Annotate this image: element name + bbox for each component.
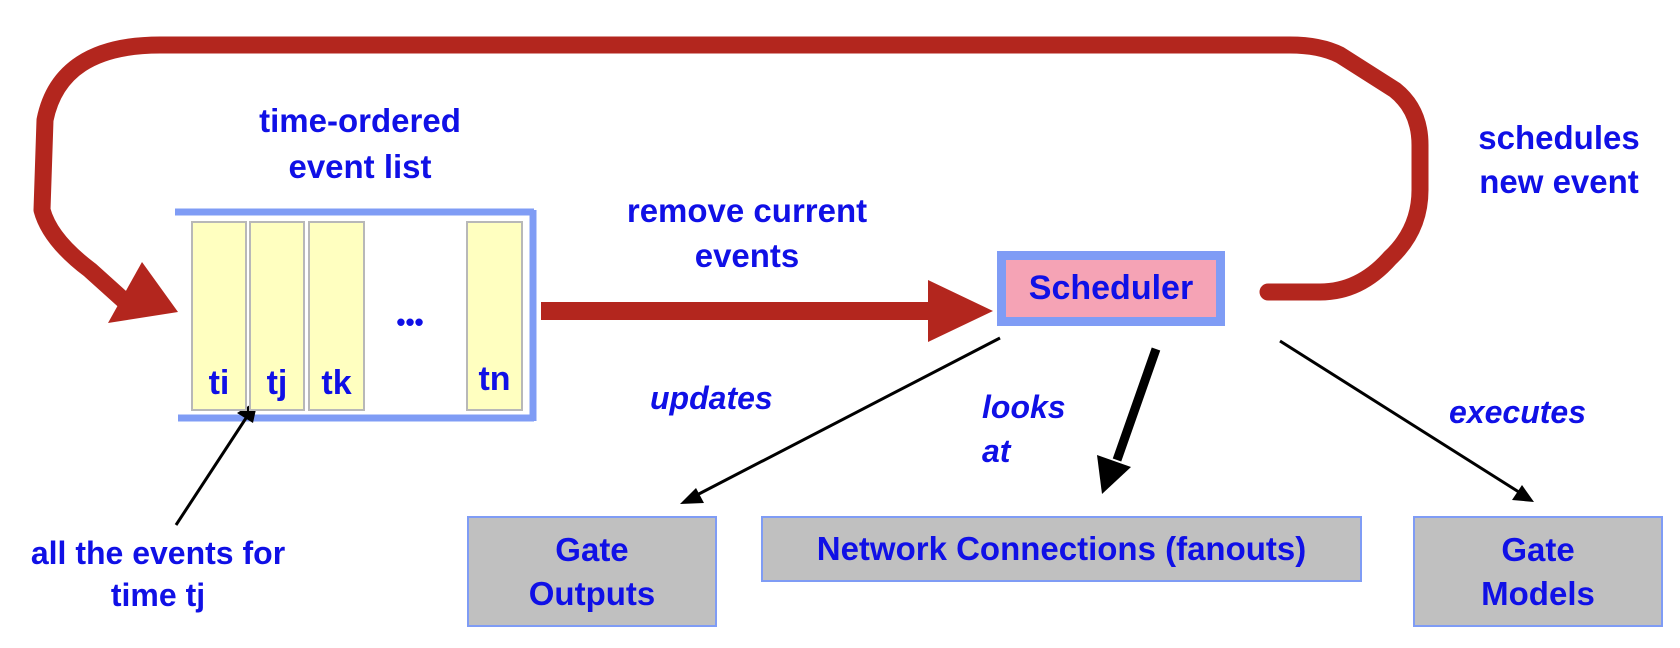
remove-arrow-shaft [541, 302, 931, 320]
event-slot-ti: ti [191, 221, 247, 411]
gate-outputs-label: Gate Outputs [528, 530, 656, 612]
executes-label: executes [1449, 394, 1586, 430]
gate-models-label: Gate Models [1481, 530, 1595, 612]
updates-arrowhead [680, 488, 704, 504]
executes-arrowhead [1512, 485, 1534, 502]
updates-label: updates [650, 380, 773, 416]
looks-at-arrow-line [1112, 347, 1161, 462]
looks-at-label: looks at [982, 389, 1066, 469]
remove-arrowhead [928, 280, 993, 342]
event-list-ellipsis: ••• [396, 307, 424, 337]
looks-at-arrowhead [1097, 455, 1131, 494]
slot-label-tj: tj [266, 364, 288, 402]
event-list-caption: time-ordered event list [259, 102, 461, 185]
slot-label-tn: tn [478, 360, 511, 398]
event-slot-tn: tn [466, 221, 523, 411]
gate-outputs-box: Gate Outputs [467, 516, 717, 627]
event-slot-tj: tj [249, 221, 305, 411]
updates-arrow-line [692, 336, 1001, 499]
gate-models-box: Gate Models [1413, 516, 1663, 627]
remove-events-label: remove current events [626, 192, 868, 274]
schedules-loop-arrow [33, 36, 1429, 315]
scheduler-box: Scheduler [997, 251, 1225, 326]
all-events-caption: all the events for time tj [30, 535, 286, 613]
executes-arrow-line [1279, 339, 1523, 496]
slot-label-tk: tk [321, 364, 352, 402]
loop-arrowhead [108, 262, 178, 323]
slot-label-ti: ti [208, 364, 230, 402]
scheduler-label: Scheduler [1028, 269, 1194, 307]
schedules-new-event-label: schedules new event [1478, 119, 1640, 200]
tj-pointer-line [174, 411, 252, 526]
network-connections-label: Network Connections (fanouts) [816, 530, 1307, 567]
event-slot-tk: tk [308, 221, 365, 411]
network-connections-box: Network Connections (fanouts) [761, 516, 1362, 582]
